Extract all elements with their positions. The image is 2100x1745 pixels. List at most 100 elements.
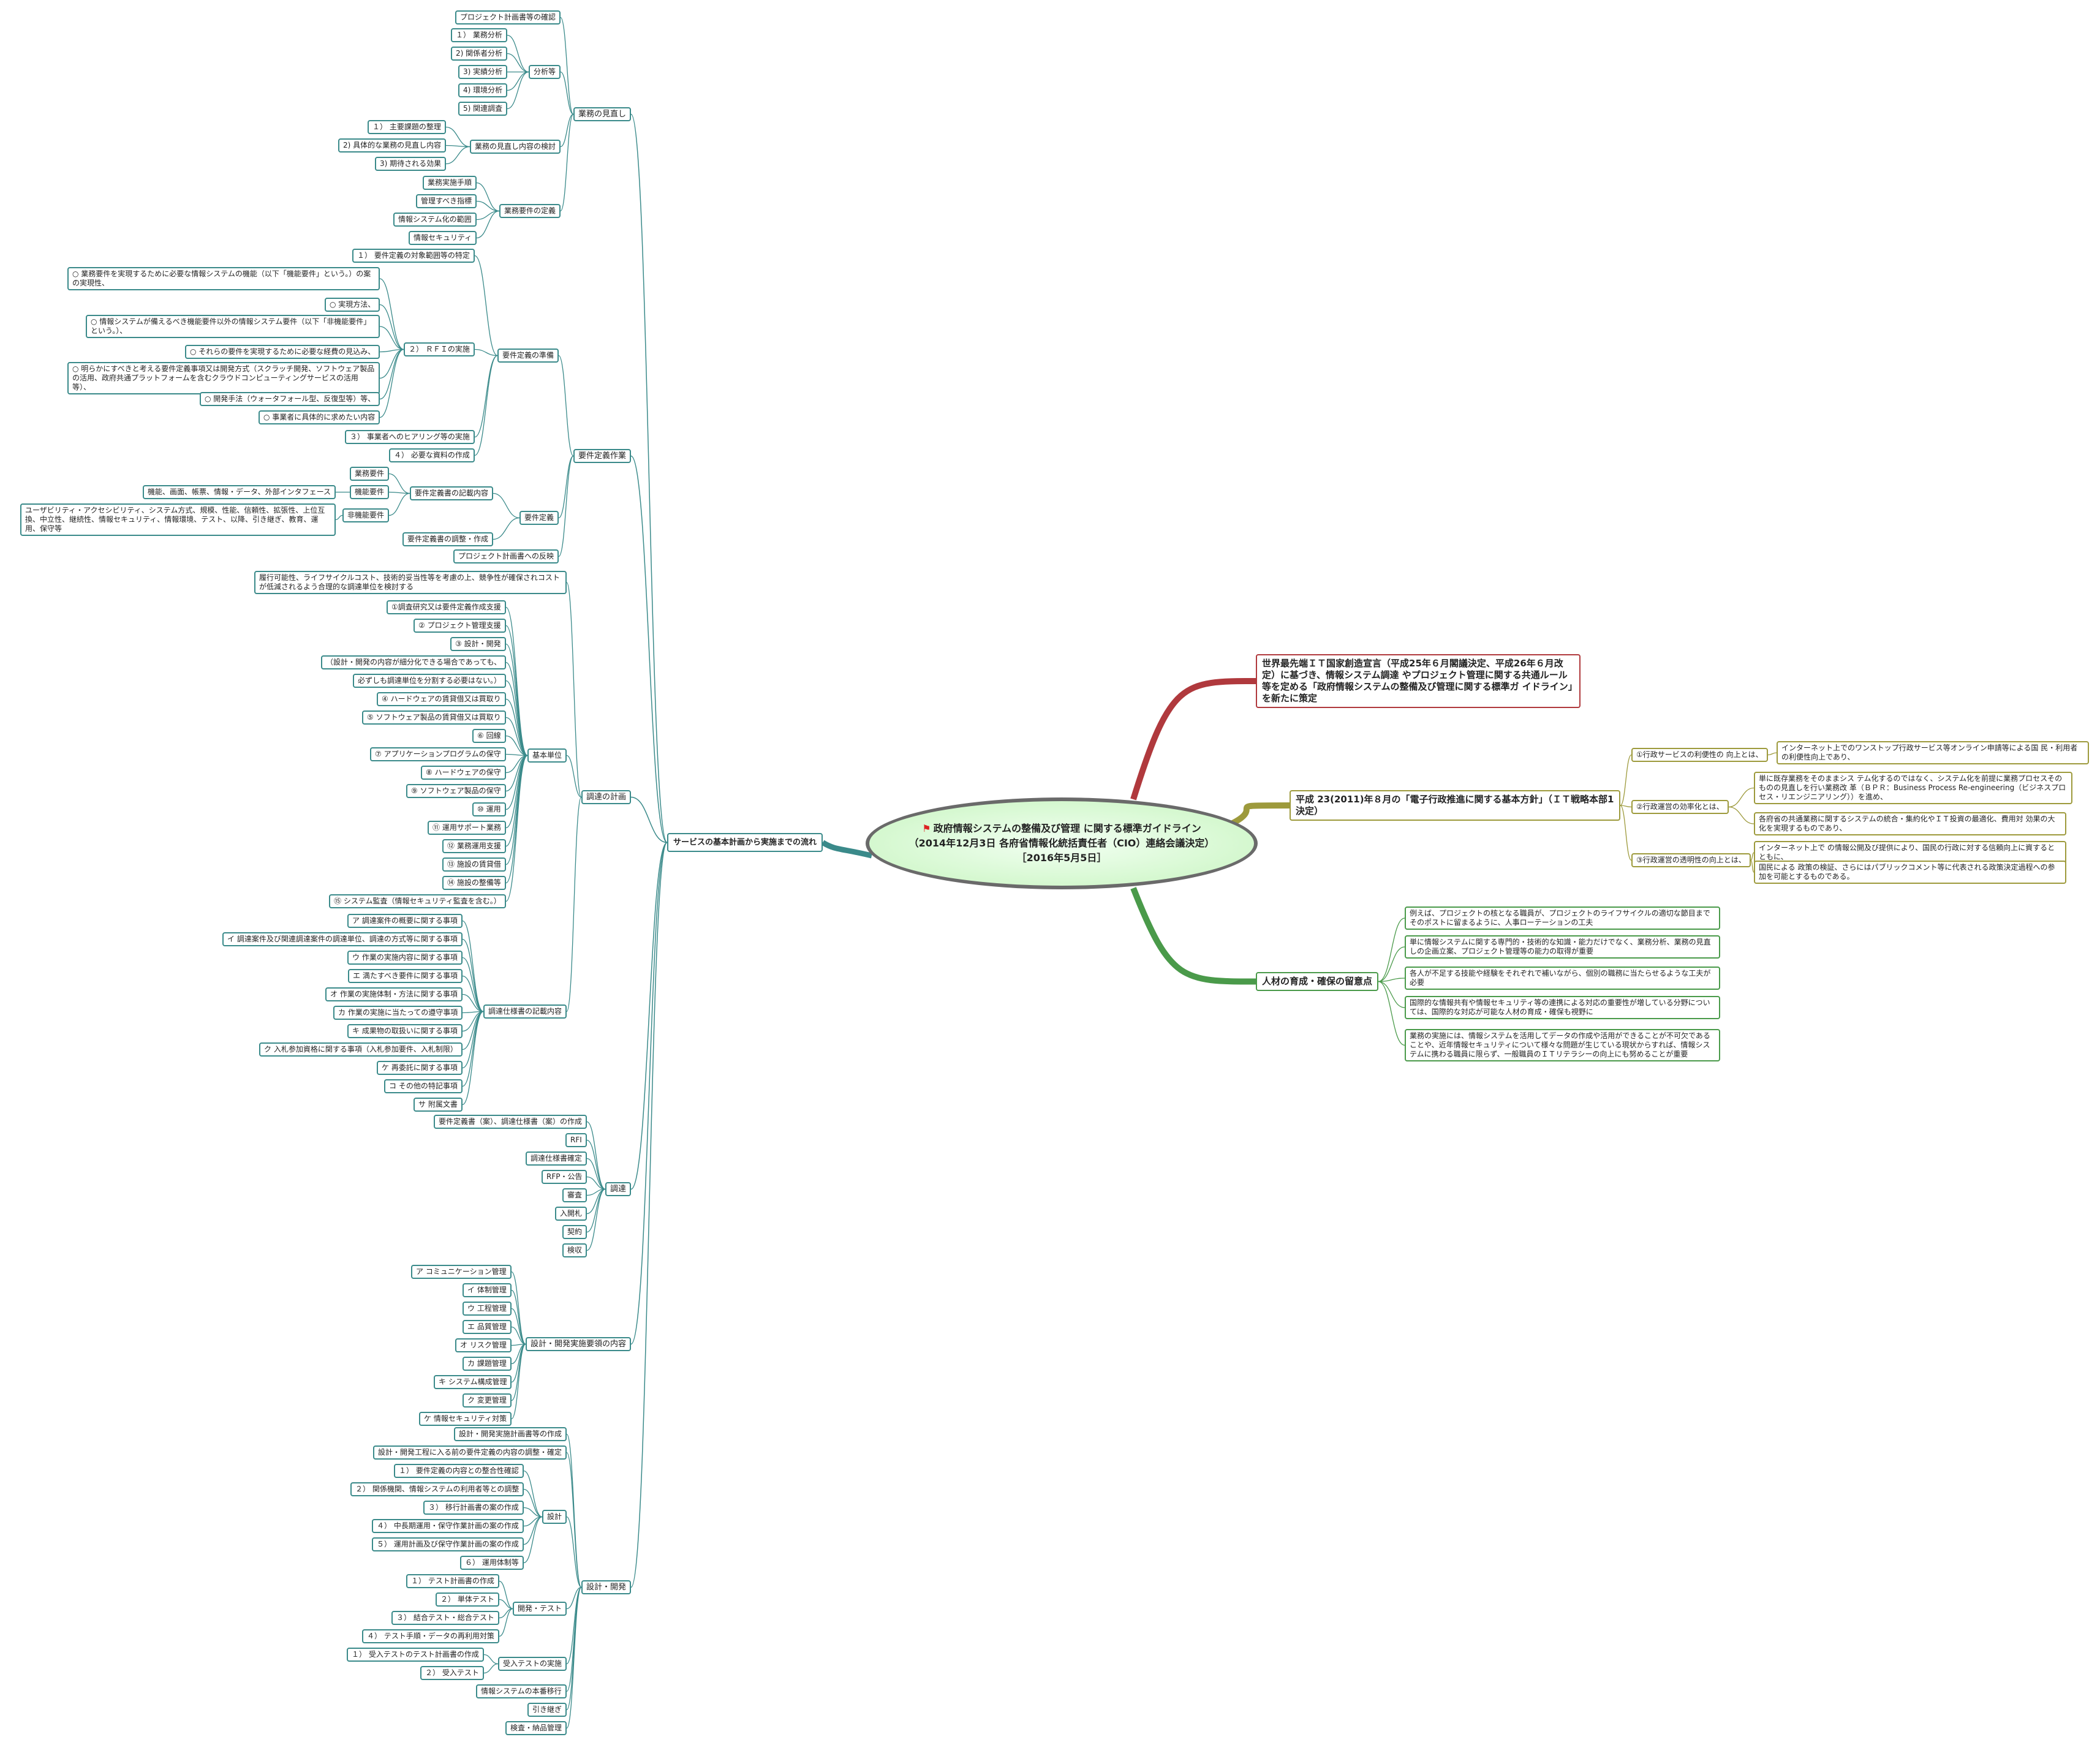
guideline-item[interactable]: ク 変更管理 bbox=[463, 1393, 512, 1408]
basic-unit-item[interactable]: ③ 設計・開発 bbox=[450, 637, 506, 651]
requirement-type[interactable]: 業務要件 bbox=[350, 467, 390, 481]
spec-item[interactable]: コ その他の特記事項 bbox=[384, 1079, 463, 1093]
rfi-item[interactable]: ○ 業務要件を実現するために必要な情報システムの機能（以下「機能要件」という。）… bbox=[67, 267, 380, 290]
step-rfi[interactable]: ２） ＲＦＩの実施 bbox=[404, 342, 475, 356]
requirement-item[interactable]: 業務実施手順 bbox=[423, 176, 477, 190]
rfi-item[interactable]: ○ 明らかにすべきと考える要件定義事項又は開発方式（スクラッチ開発、ソフトウェア… bbox=[67, 362, 380, 394]
analysis-item[interactable]: 2) 関係者分析 bbox=[451, 47, 508, 61]
spec-item[interactable]: ケ 再委託に関する事項 bbox=[377, 1061, 463, 1075]
step-hearing[interactable]: ３） 事業者へのヒアリング等の実施 bbox=[345, 430, 475, 444]
topic-spec-contents[interactable]: 調達仕様書の記載内容 bbox=[483, 1004, 567, 1019]
dev-plan-creation[interactable]: 設計・開発実施計画書等の作成 bbox=[454, 1427, 567, 1441]
inspection-delivery[interactable]: 検査・納品管理 bbox=[505, 1721, 567, 1735]
spec-item[interactable]: ク 入札参加資格に関する事項（入札参加要件、入札制限） bbox=[259, 1042, 463, 1057]
topic-analysis[interactable]: 分析等 bbox=[529, 65, 561, 79]
topic-procurement-plan[interactable]: 調達の計画 bbox=[581, 790, 632, 804]
guideline-item[interactable]: キ システム構成管理 bbox=[434, 1375, 512, 1389]
rfi-item[interactable]: ○ 実現方法、 bbox=[325, 298, 380, 312]
hr-note[interactable]: 各人が不足する技能や経験をそれぞれで補いながら、個別の職務に当たらせるような工夫… bbox=[1405, 967, 1720, 990]
design-item[interactable]: ６） 運用体制等 bbox=[460, 1556, 524, 1570]
step-documents[interactable]: ４） 必要な資料の作成 bbox=[389, 448, 475, 462]
requirement-type[interactable]: 非機能要件 bbox=[342, 508, 390, 522]
policy-detail[interactable]: インターネット上でのワンストップ行政サービス等オンライン申請等による国 民・利用… bbox=[1777, 741, 2089, 764]
production-migration[interactable]: 情報システムの本番移行 bbox=[476, 1684, 567, 1698]
basic-unit-item[interactable]: ⑥ 回線 bbox=[472, 729, 506, 743]
basic-unit-item[interactable]: ⑤ ソフトウェア製品の賃貸借又は買取り bbox=[362, 710, 506, 725]
requirement-detail[interactable]: 機能、画面、帳票、情報・データ、外部インタフェース bbox=[143, 485, 336, 499]
basic-unit-item[interactable]: ①調査研究又は要件定義作成支援 bbox=[387, 600, 506, 614]
topic-business-review[interactable]: 業務の見直し bbox=[573, 107, 632, 121]
handover[interactable]: 引き継ぎ bbox=[527, 1703, 567, 1717]
topic-project-plan-check[interactable]: プロジェクト計画書等の確認 bbox=[455, 10, 561, 24]
procurement-step[interactable]: RFI bbox=[565, 1133, 587, 1147]
topic-design-dev-guidelines[interactable]: 設計・開発実施要領の内容 bbox=[526, 1337, 632, 1351]
topic-hr-development[interactable]: 人材の育成・確保の留意点 bbox=[1256, 972, 1379, 991]
policy-detail[interactable]: 各府省の共通業務に関するシステムの統合・集約化やＩＴ投資の最適化、費用対 効果の… bbox=[1754, 812, 2066, 835]
design-item[interactable]: ４） 中長期運用・保守作業計画の案の作成 bbox=[372, 1519, 524, 1533]
procurement-step[interactable]: 要件定義書（案）、調達仕様書（案）の作成 bbox=[434, 1115, 587, 1129]
design-item[interactable]: １） 要件定義の内容との整合性確認 bbox=[394, 1464, 524, 1478]
analysis-item[interactable]: 4) 環境分析 bbox=[458, 83, 508, 97]
hr-note[interactable]: 単に情報システムに関する専門的・技術的な知識・能力だけでなく、業務分析、業務の見… bbox=[1405, 935, 1720, 959]
dev-test-item[interactable]: １） テスト計画書の作成 bbox=[406, 1574, 499, 1588]
topic-plan-reflection[interactable]: プロジェクト計画書への反映 bbox=[453, 549, 559, 563]
policy-detail[interactable]: 単に既存業務をそのままシス テム化するのではなく、システム化を前提に業務プロセス… bbox=[1754, 772, 2072, 804]
topic-acceptance-test[interactable]: 受入テストの実施 bbox=[498, 1657, 567, 1671]
acceptance-item[interactable]: ２） 受入テスト bbox=[420, 1666, 484, 1680]
rfi-item[interactable]: ○ 事業者に具体的に求めたい内容 bbox=[259, 410, 380, 424]
basic-unit-item[interactable]: ⑦ アプリケーションプログラムの保守 bbox=[370, 747, 506, 761]
rfi-item[interactable]: ○ それらの要件を実現するために必要な経費の見込み、 bbox=[185, 345, 380, 359]
topic-design-development[interactable]: 設計・開発 bbox=[581, 1580, 632, 1594]
basic-unit-item[interactable]: ⑫ 業務運用支援 bbox=[442, 839, 506, 853]
spec-item[interactable]: ウ 作業の実施内容に関する事項 bbox=[347, 951, 463, 965]
hr-note[interactable]: 国際的な情報共有や情報セキュリティ等の連携による対応の重要性が増している分野につ… bbox=[1405, 996, 1720, 1019]
basic-unit-item[interactable]: （設計・開発の内容が細分化できる場合であっても、 bbox=[321, 655, 507, 669]
guideline-item[interactable]: ケ 情報セキュリティ対策 bbox=[419, 1412, 512, 1426]
policy-aspect[interactable]: ①行政サービスの利便性の 向上とは、 bbox=[1631, 748, 1768, 762]
topic-requirements[interactable]: 要件定義 bbox=[519, 511, 559, 525]
procurement-step[interactable]: RFP・公告 bbox=[542, 1170, 587, 1184]
basic-unit-item[interactable]: ⑭ 施設の整備等 bbox=[442, 876, 506, 890]
spec-item[interactable]: イ 調達案件及び関連調達案件の調達単位、調達の方式等に関する事項 bbox=[222, 932, 463, 946]
basic-unit-item[interactable]: ⑨ ソフトウェア製品の保守 bbox=[406, 784, 506, 798]
review-item[interactable]: 3) 期待される効果 bbox=[375, 157, 447, 171]
basic-unit-item[interactable]: 必ずしも調達単位を分割する必要はない。） bbox=[353, 674, 507, 688]
design-item[interactable]: ２） 関係機関、情報システムの利用者等との調整 bbox=[350, 1482, 524, 1496]
requirement-item[interactable]: 管理すべき指標 bbox=[416, 194, 477, 208]
topic-design[interactable]: 設計 bbox=[542, 1510, 567, 1524]
procurement-step[interactable]: 調達仕様書確定 bbox=[526, 1151, 587, 1166]
acceptance-item[interactable]: １） 受入テストのテスト計画書の作成 bbox=[347, 1648, 484, 1662]
requirement-type[interactable]: 機能要件 bbox=[350, 485, 390, 499]
topic-requirements-doc[interactable]: 要件定義書の記載内容 bbox=[410, 486, 494, 500]
topic-it-declaration[interactable]: 世界最先端ＩＴ国家創造宣言（平成25年６月閣議決定、平成26年６月改定）に基づき… bbox=[1256, 654, 1581, 708]
topic-dev-test[interactable]: 開発・テスト bbox=[513, 1602, 567, 1616]
guideline-item[interactable]: オ リスク管理 bbox=[455, 1338, 512, 1352]
topic-e-government-policy[interactable]: 平成 23(2011)年８月の「電子行政推進に関する基本方針」（ＩＴ戦略本部1決… bbox=[1290, 790, 1620, 821]
guideline-item[interactable]: イ 体制管理 bbox=[463, 1283, 512, 1297]
step-scope[interactable]: １） 要件定義の対象範囲等の特定 bbox=[352, 249, 475, 263]
guideline-item[interactable]: エ 品質管理 bbox=[463, 1320, 512, 1334]
basic-unit-item[interactable]: ② プロジェクト管理支援 bbox=[414, 619, 506, 633]
basic-unit-item[interactable]: ④ ハードウェアの賃貸借又は買取り bbox=[377, 692, 506, 706]
basic-unit-item[interactable]: ⑧ ハードウェアの保守 bbox=[421, 766, 506, 780]
procurement-step[interactable]: 検収 bbox=[562, 1243, 587, 1257]
spec-item[interactable]: カ 作業の実施に当たっての遵守事項 bbox=[333, 1006, 463, 1020]
procurement-step[interactable]: 審査 bbox=[562, 1188, 587, 1202]
topic-procurement[interactable]: 調達 bbox=[605, 1182, 632, 1196]
spec-item[interactable]: ア 調達案件の概要に関する事項 bbox=[347, 914, 463, 928]
design-item[interactable]: ５） 運用計画及び保守作業計画の案の作成 bbox=[372, 1537, 524, 1551]
dev-test-item[interactable]: ３） 結合テスト・総合テスト bbox=[391, 1611, 499, 1625]
topic-business-requirements[interactable]: 業務要件の定義 bbox=[499, 204, 561, 218]
guideline-item[interactable]: ウ 工程管理 bbox=[463, 1302, 512, 1316]
topic-review-content[interactable]: 業務の見直し内容の検討 bbox=[470, 140, 561, 154]
basic-unit-item[interactable]: ⑮ システム監査（情報セキュリティ監査を含む。） bbox=[329, 894, 506, 908]
topic-requirements-definition[interactable]: 要件定義作業 bbox=[573, 449, 632, 463]
branch-service-flow[interactable]: サービスの基本計画から実施までの流れ bbox=[667, 833, 823, 852]
procurement-unit-note[interactable]: 履行可能性、ライフサイクルコスト、技術的妥当性等を考慮の上、競争性が確保されコス… bbox=[254, 571, 567, 594]
basic-unit-item[interactable]: ⑬ 施設の賃貸借 bbox=[442, 857, 506, 872]
spec-item[interactable]: キ 成果物の取扱いに関する事項 bbox=[347, 1024, 463, 1038]
requirements-finalize[interactable]: 設計・開発工程に入る前の要件定義の内容の調整・確定 bbox=[373, 1445, 567, 1460]
dev-test-item[interactable]: ４） テスト手順・データの再利用対策 bbox=[362, 1629, 499, 1643]
guideline-item[interactable]: カ 課題管理 bbox=[463, 1357, 512, 1371]
topic-requirements-adjust[interactable]: 要件定義書の調整・作成 bbox=[402, 532, 494, 546]
